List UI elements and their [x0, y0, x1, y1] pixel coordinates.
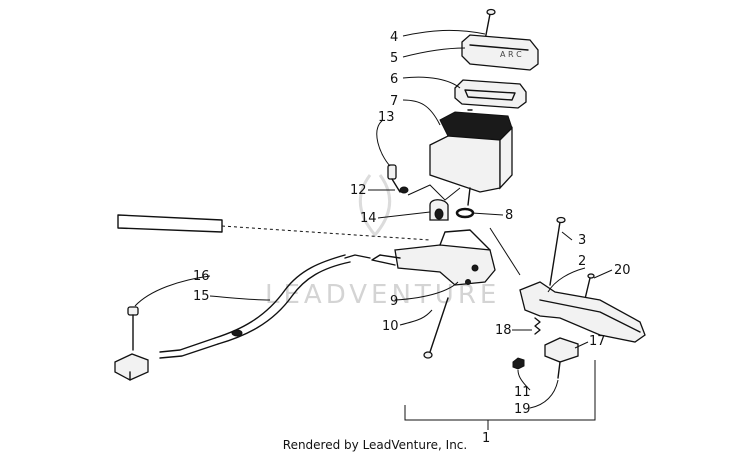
label-6: 6 [390, 72, 398, 87]
part-brake-line [159, 254, 371, 359]
part-nut-11 [512, 357, 525, 370]
label-5: 5 [390, 51, 398, 66]
label-16: 16 [193, 269, 210, 284]
part-cap-5: A R C [461, 34, 539, 71]
callout-labels: 4 5 6 7 13 12 14 8 9 10 3 2 20 18 17 11 … [193, 30, 631, 446]
part-block-17 [544, 337, 579, 363]
handlebar [117, 214, 431, 241]
label-12: 12 [350, 183, 367, 198]
label-9: 9 [390, 294, 398, 309]
part-reservoir-7 [429, 111, 513, 206]
label-1: 1 [482, 431, 490, 446]
label-2: 2 [578, 254, 586, 269]
part-pin-19 [557, 361, 561, 379]
part-screw-3 [549, 216, 566, 286]
label-7: 7 [390, 94, 398, 109]
part-lever-2 [519, 281, 646, 343]
part-gasket-6 [454, 79, 527, 109]
part-master-cylinder-9 [371, 229, 496, 286]
label-13: 13 [378, 110, 395, 125]
label-18: 18 [495, 323, 512, 338]
part-clamp-14 [429, 199, 449, 221]
part-screw-13 [387, 164, 401, 193]
part-oring-8 [455, 207, 475, 219]
footer-credit: Rendered by LeadVenture, Inc. [282, 438, 468, 452]
label-3: 3 [578, 233, 586, 248]
label-10: 10 [382, 319, 399, 334]
part-screw-4 [484, 8, 496, 41]
part-banjo-block [114, 353, 149, 381]
label-19: 19 [514, 402, 531, 417]
label-14: 14 [360, 211, 377, 226]
svg-text:A R C: A R C [500, 50, 522, 59]
watermark: LEADVENTURE [265, 174, 496, 310]
part-bolt-16 [127, 306, 139, 351]
label-17: 17 [589, 334, 606, 349]
label-8: 8 [505, 208, 513, 223]
label-20: 20 [614, 263, 631, 278]
part-washer-12 [399, 186, 409, 194]
label-15: 15 [193, 289, 210, 304]
part-screw-10 [423, 297, 449, 359]
callout-leaders [134, 29, 613, 409]
label-11: 11 [514, 385, 531, 400]
label-4: 4 [390, 30, 398, 45]
part-spring-18 [534, 317, 541, 335]
